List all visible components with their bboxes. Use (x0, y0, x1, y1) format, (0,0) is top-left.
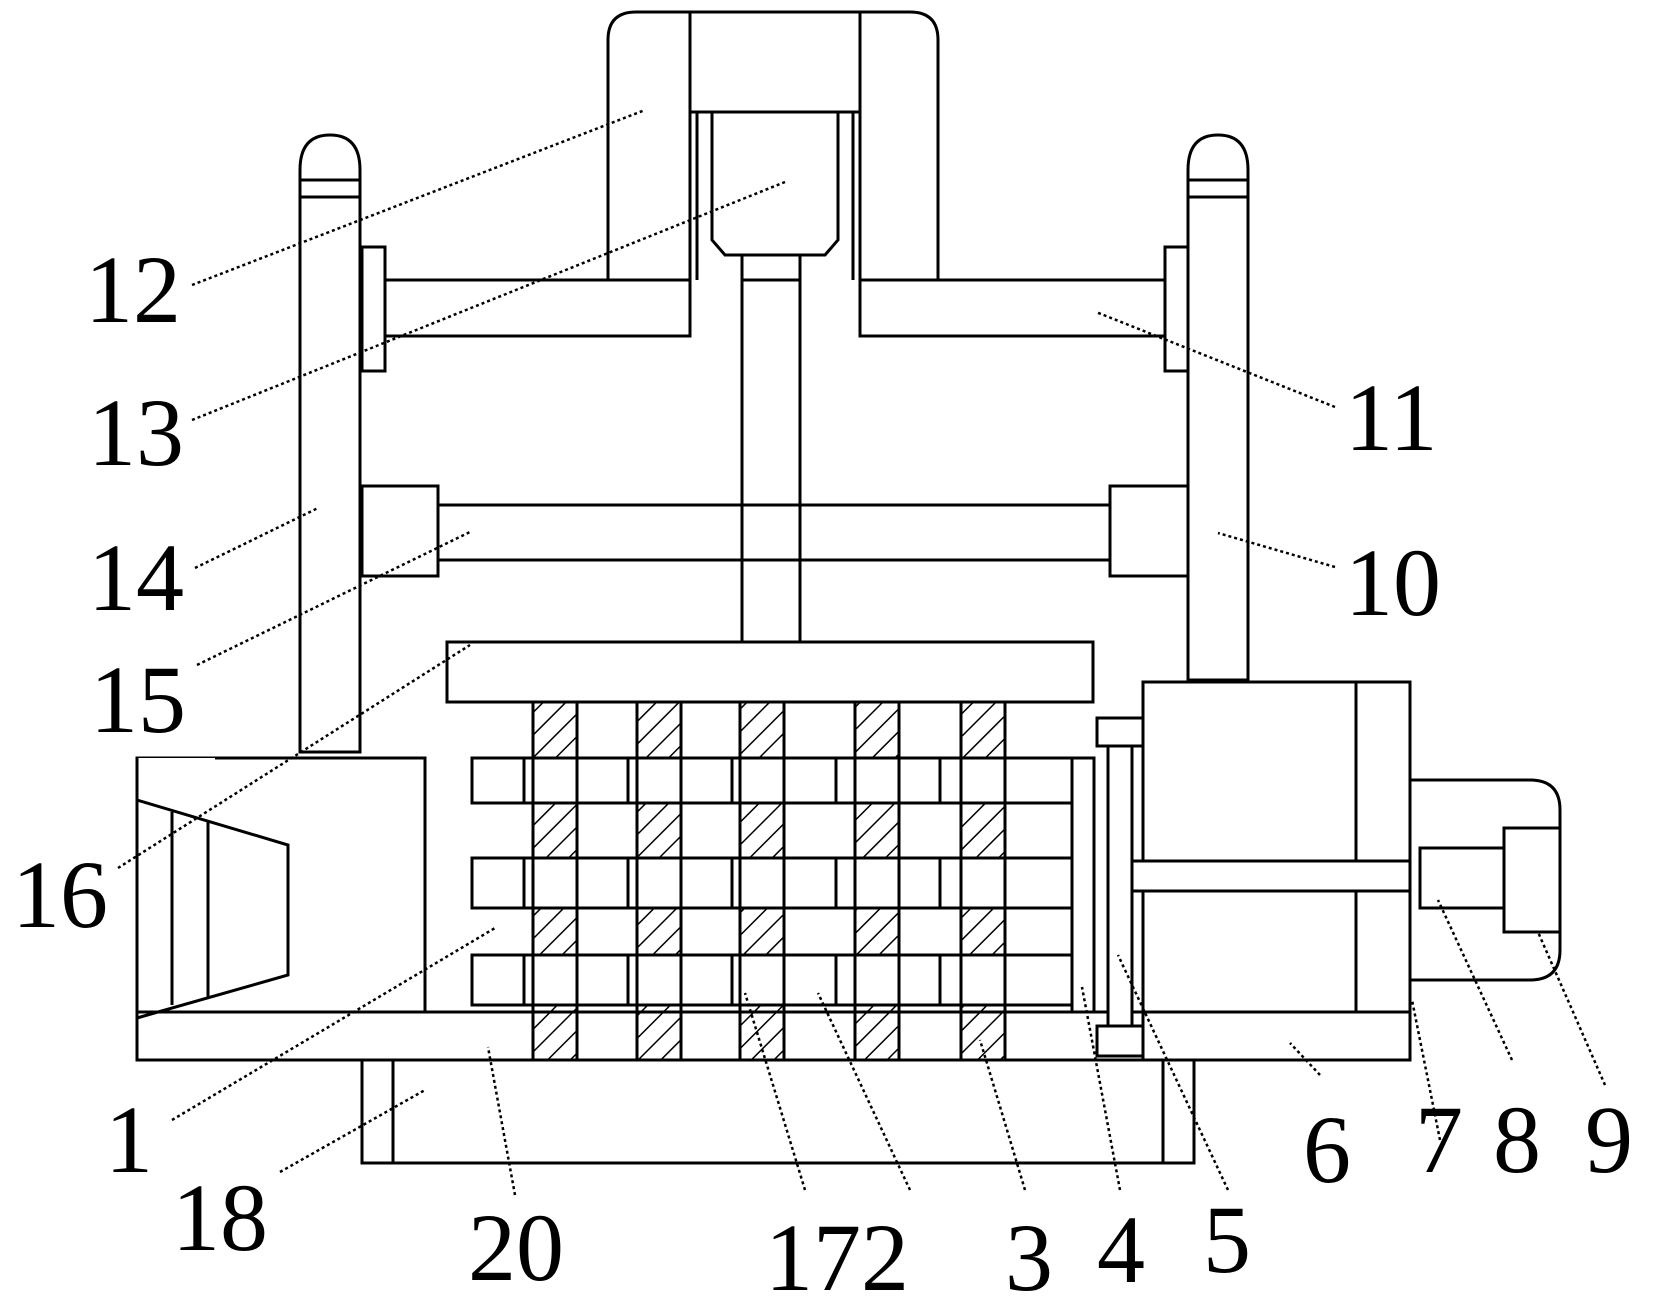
label-8: 8 (1493, 1086, 1541, 1193)
grid-cell (470, 756, 526, 805)
column-cell (635, 953, 683, 1007)
label-7: 7 (1415, 1086, 1463, 1193)
hatched-block (531, 1003, 579, 1062)
label-15: 15 (90, 646, 186, 753)
grid-cell (678, 856, 734, 910)
label-6: 6 (1303, 1096, 1351, 1203)
column-cell (738, 856, 786, 910)
column-cell (738, 953, 786, 1007)
push-rod (1130, 859, 1424, 893)
grid-cell (470, 856, 526, 910)
label-4: 4 (1097, 1196, 1145, 1303)
label-11: 11 (1345, 364, 1437, 471)
label-20: 20 (468, 1194, 564, 1301)
hatched-block (959, 700, 1007, 760)
hatched-block (531, 906, 579, 957)
hatched-block (959, 906, 1007, 957)
bottom-support (360, 1058, 1196, 1165)
grid-cell (782, 856, 838, 910)
hatched-block (853, 700, 901, 760)
hatched-block (738, 906, 786, 957)
grid-cell (470, 953, 526, 1007)
label-12: 12 (85, 236, 181, 343)
label-14: 14 (88, 524, 184, 631)
piston-rod (740, 278, 802, 644)
guide-post-right (1186, 133, 1250, 682)
hatched-block (531, 801, 579, 860)
top-frame (606, 10, 940, 282)
column-cell (959, 856, 1007, 910)
hatched-block (738, 700, 786, 760)
block-grid (470, 700, 1074, 1062)
label-1: 1 (105, 1086, 153, 1193)
hydraulic-cylinder (695, 110, 855, 282)
cross-arms (360, 245, 1190, 373)
column-cell (738, 756, 786, 805)
column-cell (531, 756, 579, 805)
label-13: 13 (88, 379, 184, 486)
grid-cell (574, 953, 630, 1007)
hatched-block (635, 801, 683, 860)
grid-cell (574, 856, 630, 910)
column-cell (531, 856, 579, 910)
hatched-block (853, 1003, 901, 1062)
column-cell (853, 856, 901, 910)
grid-cell (678, 756, 734, 805)
column-cell (959, 953, 1007, 1007)
side-plate (1070, 756, 1096, 1014)
hatched-block (635, 1003, 683, 1062)
grid-cell (782, 953, 838, 1007)
hatched-block (853, 906, 901, 957)
column-cell (853, 756, 901, 805)
cross-beam (360, 484, 1190, 578)
column-cell (959, 756, 1007, 805)
hatched-block (531, 700, 579, 760)
hatched-block (853, 801, 901, 860)
motor (1408, 778, 1562, 982)
guide-post-left (298, 133, 362, 754)
clamp-rod (1095, 716, 1145, 1058)
column-cell (531, 953, 579, 1007)
grid-cell (574, 756, 630, 805)
reference-labels: 12 13 11 14 10 15 16 1 18 20 172 3 4 5 6… (12, 236, 1633, 1305)
hatched-block (738, 801, 786, 860)
label-16: 16 (12, 841, 108, 948)
left-clamp-block (135, 756, 427, 1020)
leader-lines (117, 108, 1607, 1196)
press-plate (445, 640, 1095, 704)
label-172: 172 (765, 1204, 909, 1305)
column-cell (635, 756, 683, 805)
label-3: 3 (1005, 1204, 1053, 1305)
grid-cell (782, 756, 838, 805)
grid-cell (678, 953, 734, 1007)
label-9: 9 (1585, 1086, 1633, 1193)
label-10: 10 (1345, 529, 1441, 636)
column-cell (853, 953, 901, 1007)
hatched-block (635, 700, 683, 760)
column-cell (635, 856, 683, 910)
label-18: 18 (172, 1164, 268, 1271)
housing (1141, 680, 1412, 1060)
hatched-block (635, 906, 683, 957)
label-5: 5 (1203, 1186, 1251, 1293)
hatched-block (959, 801, 1007, 860)
